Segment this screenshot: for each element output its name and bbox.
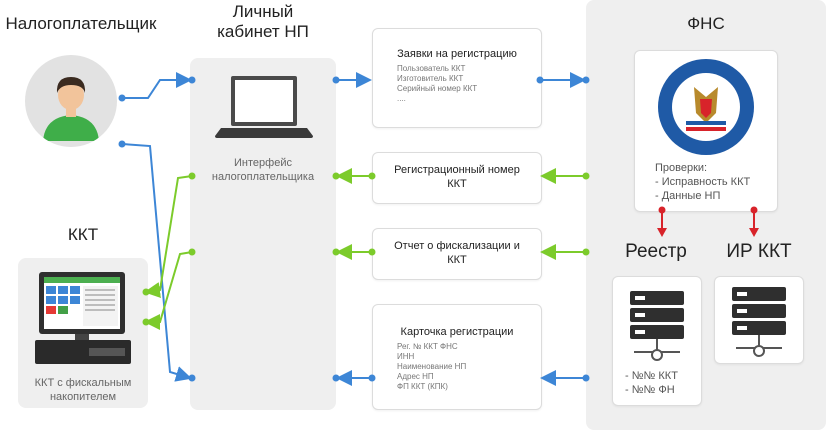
fns-checks: Проверки: - Исправность ККТ - Данные НП: [655, 161, 750, 203]
kkt-device-icon: [33, 270, 133, 368]
message-item: Адрес НП: [397, 372, 434, 381]
fns-check-line: Проверки:: [655, 162, 708, 174]
cabinet-title: Личный кабинет НП: [217, 2, 309, 41]
message-items: Пользователь ККТ Изготовитель ККТ Серийн…: [397, 64, 477, 104]
ir-kkt-title: ИР ККТ: [726, 241, 792, 262]
connector-taxpayer-cabinet: [122, 72, 192, 99]
laptop-icon: [215, 74, 313, 140]
fns-title: ФНС: [687, 14, 725, 33]
registry-item: - №№ ФН: [625, 384, 675, 396]
cabinet-caption: Интерфейс налогоплательщика: [211, 157, 315, 183]
message-item: ФП ККТ (КПК): [397, 382, 448, 391]
registry-card: - №№ ККТ - №№ ФН: [612, 276, 702, 406]
message-title: Отчет о фискализации и ККТ: [394, 240, 520, 266]
message-item: Наименование НП: [397, 362, 467, 371]
registry-items: - №№ ККТ - №№ ФН: [625, 369, 678, 397]
message-box-registration-number: Регистрационный номер ККТ: [372, 152, 542, 204]
message-items: Рег. № ККТ ФНС ИНН Наименование НП Адрес…: [397, 342, 466, 392]
message-item: ....: [397, 94, 406, 103]
message-box-registration-request: Заявки на регистрацию Пользователь ККТ И…: [372, 28, 542, 128]
fns-check-line: - Исправность ККТ: [655, 176, 751, 188]
taxpayer-title: Налогоплательщик: [5, 14, 157, 33]
taxpayer-avatar: [25, 55, 117, 147]
message-item: Пользователь ККТ: [397, 64, 466, 73]
message-title: Карточка регистрации: [400, 326, 514, 338]
message-item: Серийный номер ККТ: [397, 84, 478, 93]
fns-emblem-icon: [658, 59, 754, 155]
kkt-title: ККТ: [67, 225, 99, 244]
registry-title: Реестр: [625, 241, 687, 262]
registry-item: - №№ ККТ: [625, 370, 678, 382]
kkt-caption: ККТ с фискальным накопителем: [34, 377, 132, 403]
message-item: Изготовитель ККТ: [397, 74, 464, 83]
message-title: Регистрационный номер ККТ: [394, 164, 520, 190]
message-item: Рег. № ККТ ФНС: [397, 342, 458, 351]
fns-check-line: - Данные НП: [655, 190, 721, 202]
server-icon: [630, 291, 684, 361]
server-icon: [732, 287, 786, 357]
message-box-registration-card: Карточка регистрации Рег. № ККТ ФНС ИНН …: [372, 304, 542, 410]
ir-kkt-card: [714, 276, 804, 364]
person-icon: [43, 77, 99, 141]
message-title: Заявки на регистрацию: [397, 48, 517, 60]
fns-card: Проверки: - Исправность ККТ - Данные НП: [634, 50, 778, 212]
message-item: ИНН: [397, 352, 415, 361]
